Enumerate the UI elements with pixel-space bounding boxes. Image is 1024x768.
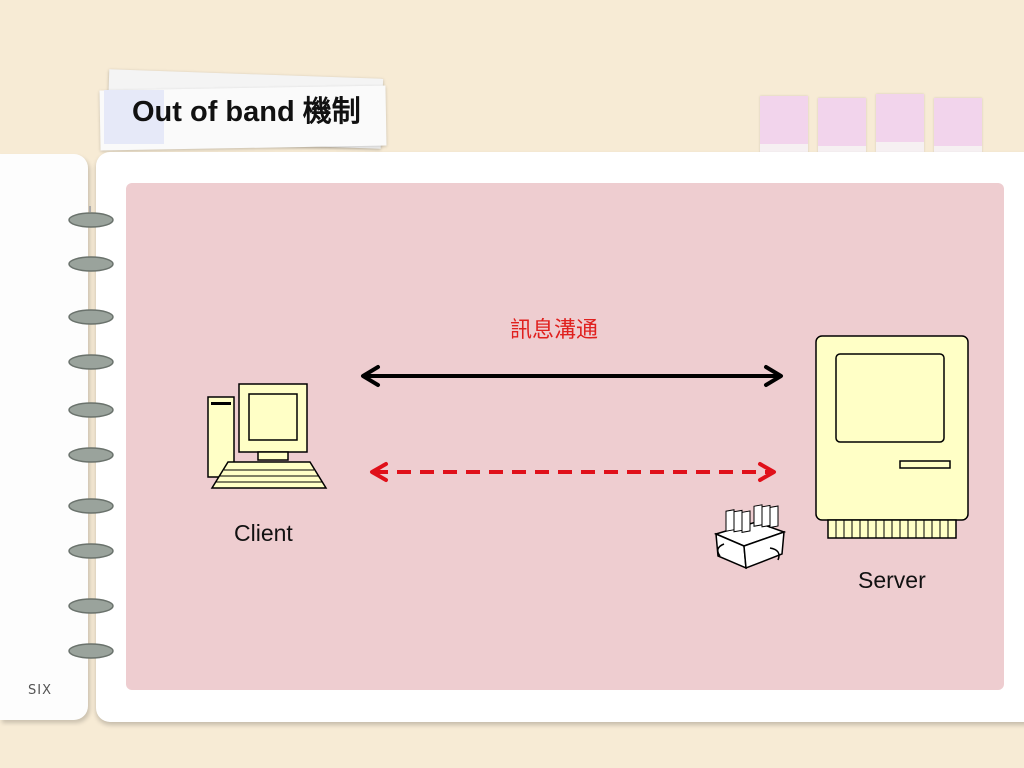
spiral-ring-icon bbox=[68, 354, 114, 370]
title-tab bbox=[99, 69, 390, 154]
notebook-tab-1 bbox=[760, 96, 808, 154]
notebook-tab-4 bbox=[934, 98, 982, 156]
spiral-ring-icon bbox=[68, 402, 114, 418]
spiral-ring-icon bbox=[68, 643, 114, 659]
spiral-ring-icon bbox=[68, 447, 114, 463]
spiral-ring-icon bbox=[68, 543, 114, 559]
file-box-icon bbox=[713, 504, 787, 570]
spiral-ring-icon bbox=[68, 498, 114, 514]
message-label: 訊息溝通 bbox=[510, 318, 599, 343]
slide-title: Out of band 機制 bbox=[132, 96, 361, 128]
spiral-ring-icon bbox=[68, 309, 114, 325]
notebook-tab-2 bbox=[818, 98, 866, 156]
spiral-ring-icon bbox=[68, 256, 114, 272]
server-label: Server bbox=[858, 567, 926, 593]
solid-bidirectional-arrow bbox=[361, 365, 783, 387]
page-tag: SIX bbox=[28, 683, 52, 698]
left-page bbox=[0, 154, 88, 720]
spiral-ring-icon bbox=[68, 206, 114, 228]
spiral-ring-icon bbox=[68, 598, 114, 614]
dashed-bidirectional-arrow bbox=[370, 462, 776, 482]
notebook-tab-3 bbox=[876, 94, 924, 152]
client-label: Client bbox=[234, 520, 293, 546]
server-computer-icon bbox=[815, 335, 969, 539]
client-computer-icon bbox=[207, 383, 328, 489]
title-accent bbox=[104, 90, 164, 144]
